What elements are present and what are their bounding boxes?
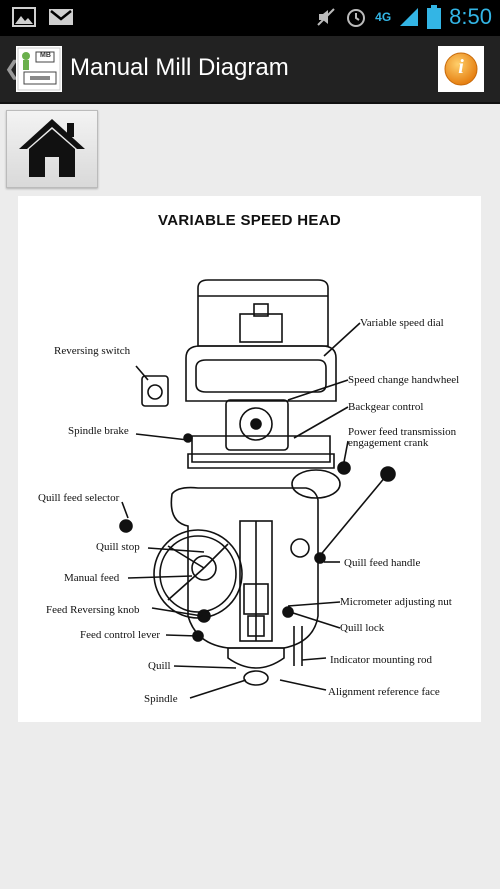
label-backgear-control: Backgear control (348, 401, 424, 413)
label-reversing-switch: Reversing switch (54, 345, 131, 357)
home-button[interactable] (6, 110, 98, 188)
signal-icon (400, 8, 419, 26)
mill-logo-icon (17, 47, 61, 91)
mute-icon (317, 8, 335, 26)
label-micrometer-adjusting-nut: Micrometer adjusting nut (340, 596, 452, 608)
logo-text: MB (40, 52, 51, 59)
label-quill: Quill (148, 660, 171, 672)
label-quill-feed-handle: Quill feed handle (344, 557, 421, 569)
label-feed-reversing-knob: Feed Reversing knob (46, 604, 140, 616)
status-bar: 4G 8:50 (0, 0, 500, 36)
label-manual-feed: Manual feed (64, 572, 120, 584)
page-title: Manual Mill Diagram (70, 54, 289, 81)
label-power-feed-2: engagement crank (348, 437, 429, 449)
label-feed-control-lever: Feed control lever (80, 629, 161, 641)
gallery-icon (12, 7, 36, 27)
diagram-title: VARIABLE SPEED HEAD (158, 212, 341, 229)
alarm-icon (347, 9, 366, 27)
label-indicator-mounting-rod: Indicator mounting rod (330, 654, 433, 666)
label-spindle-brake: Spindle brake (68, 425, 129, 437)
label-spindle: Spindle (144, 693, 178, 705)
info-button[interactable]: i (438, 46, 484, 92)
label-quill-feed-selector: Quill feed selector (38, 492, 120, 504)
info-letter: i (458, 56, 464, 78)
label-power-feed-1: Power feed transmission (348, 426, 457, 438)
label-speed-change-handwheel: Speed change handwheel (348, 374, 460, 386)
app-logo[interactable]: MB (16, 46, 62, 92)
label-variable-speed-dial: Variable speed dial (360, 317, 444, 329)
action-bar: ❮ MB Manual Mill Diagram i (0, 36, 500, 104)
mill-drawing (119, 279, 396, 699)
label-quill-stop: Quill stop (96, 541, 140, 553)
info-icon (444, 52, 478, 86)
network-type: 4G (375, 10, 392, 24)
label-quill-lock: Quill lock (340, 622, 385, 634)
gmail-icon (49, 9, 73, 25)
home-icon (19, 119, 85, 177)
clock: 8:50 (449, 4, 492, 29)
battery-icon (427, 5, 442, 29)
label-alignment-reference-face: Alignment reference face (328, 686, 440, 698)
mill-diagram: VARIABLE SPEED HEAD (18, 196, 481, 722)
